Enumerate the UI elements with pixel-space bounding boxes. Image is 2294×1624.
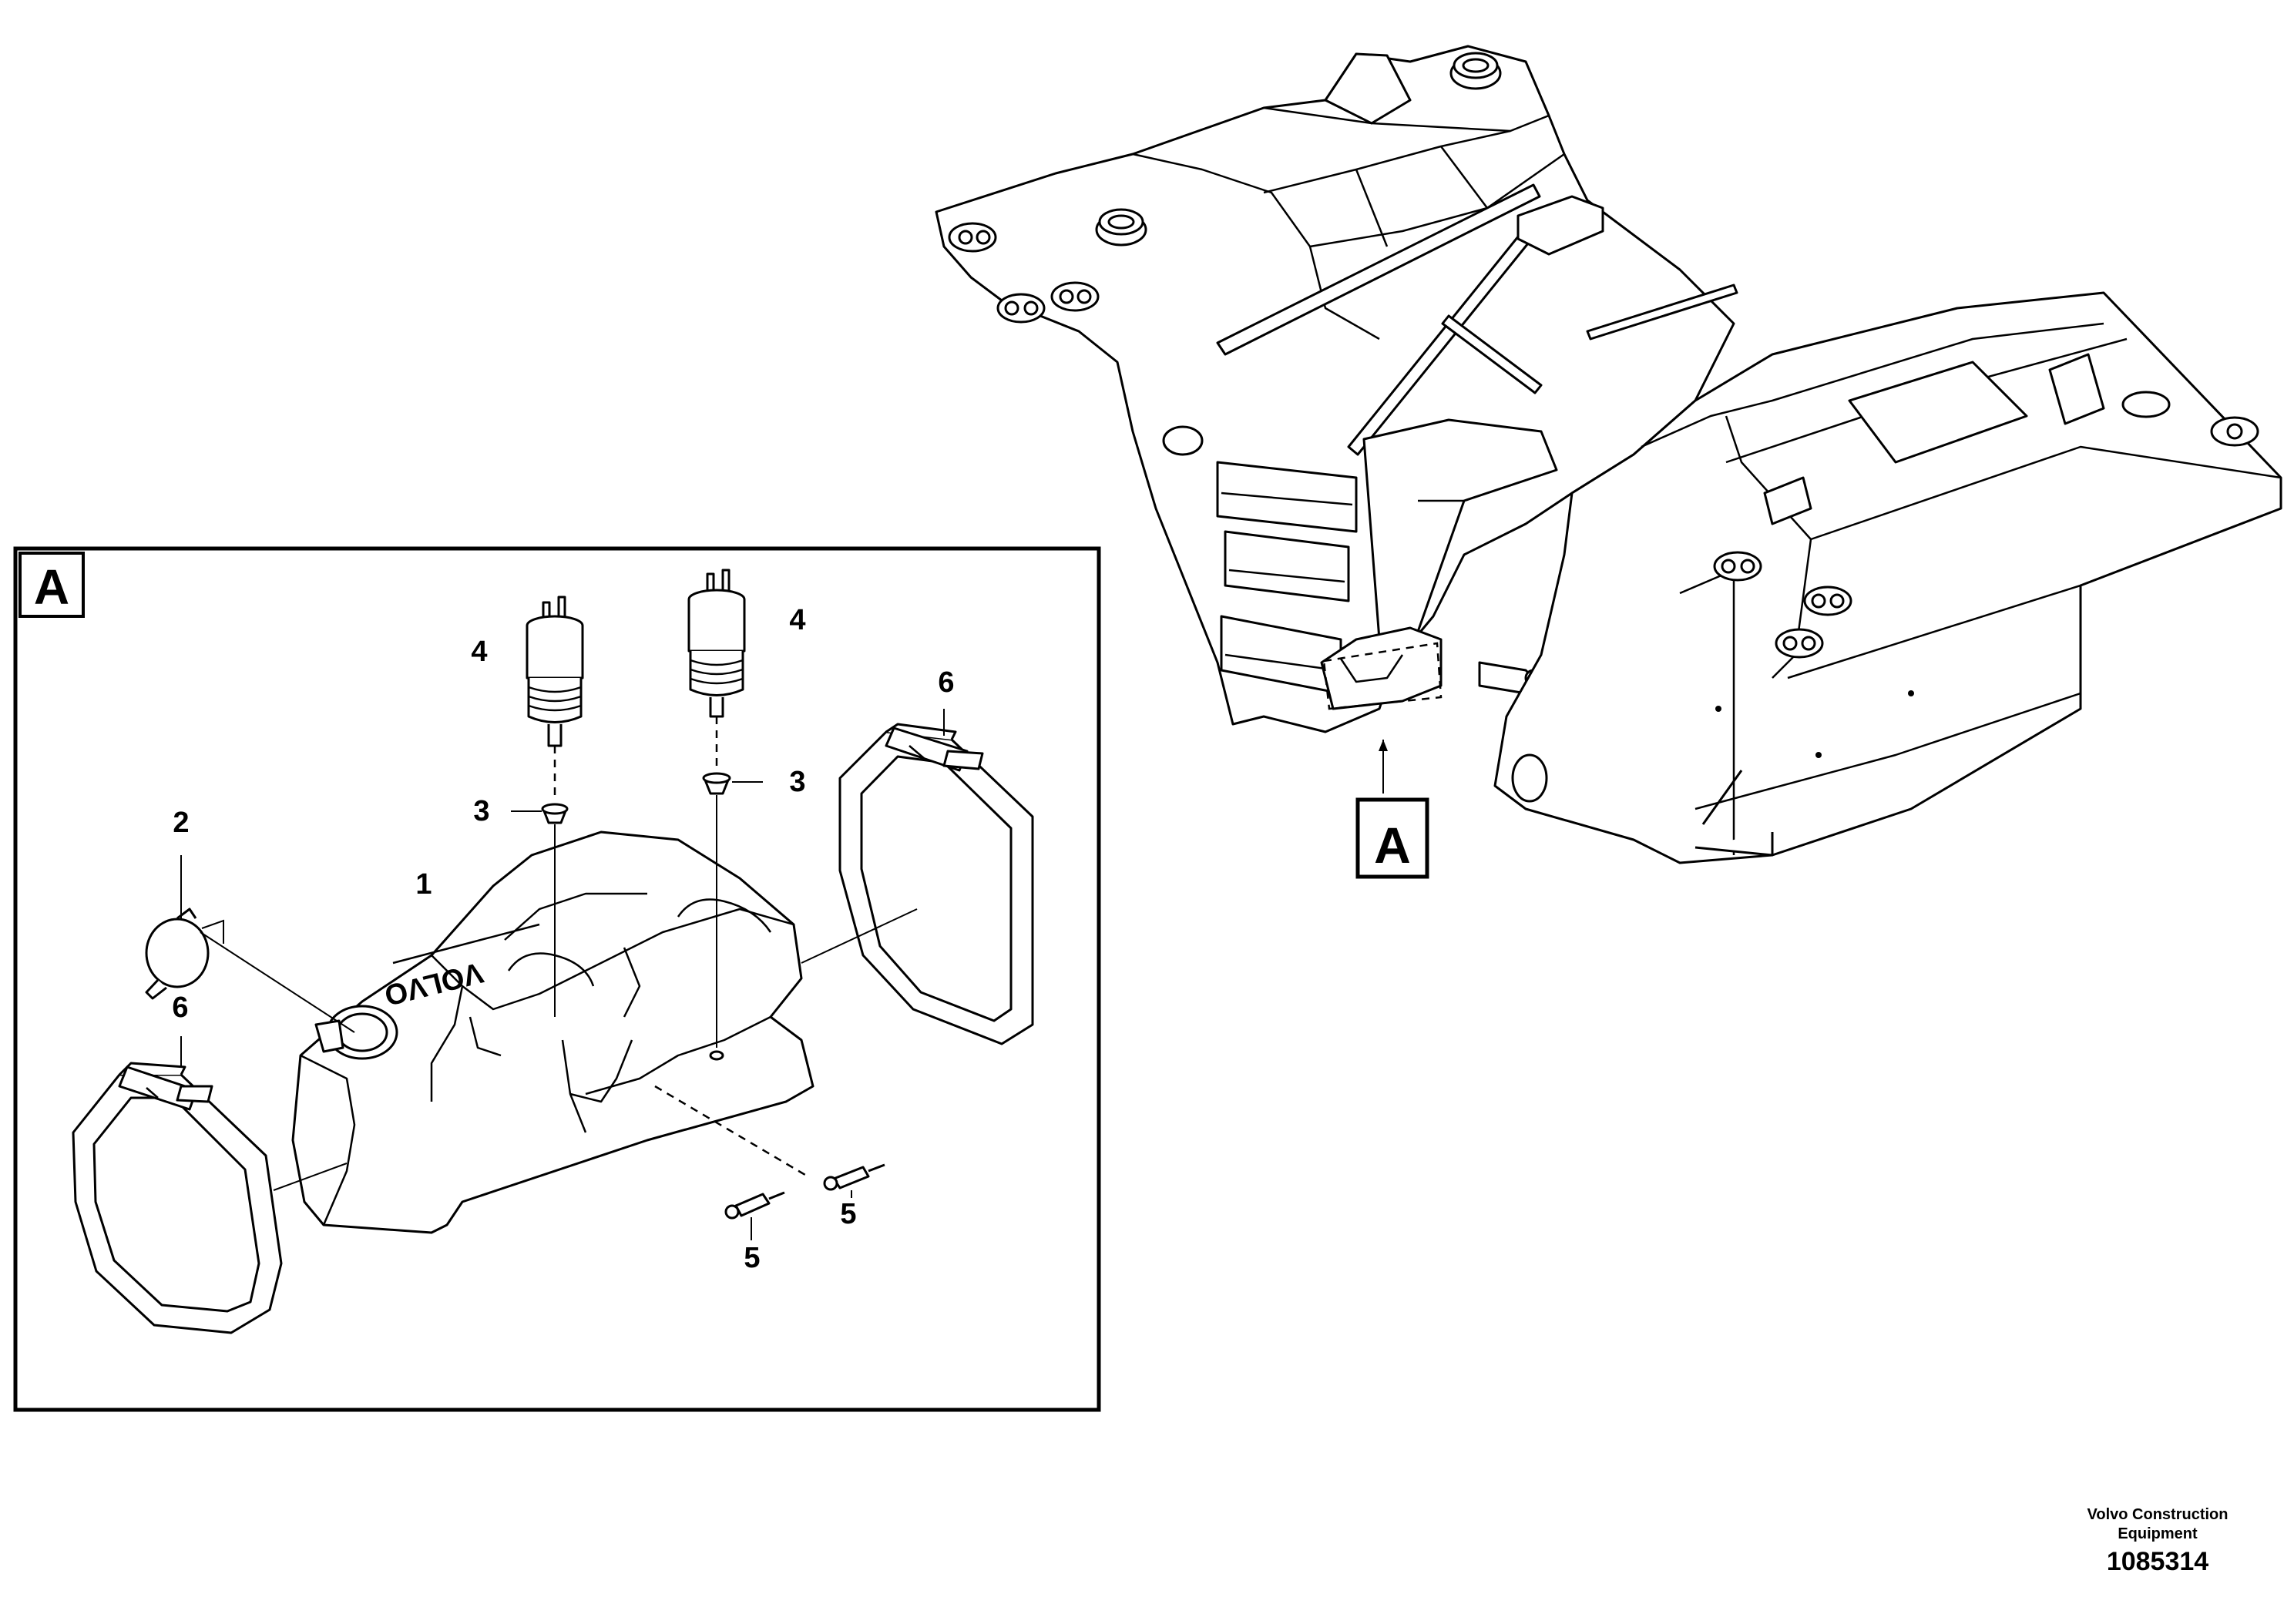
strap-right (801, 709, 1034, 1045)
filler-cap-icon (1449, 52, 1502, 90)
detail-view-frame: A (13, 546, 1101, 1412)
callout-1: 1 (415, 868, 432, 901)
grommet-right (702, 772, 763, 1061)
reference-marker-a: A (1355, 797, 1429, 879)
reference-marker-label: A (1374, 817, 1411, 874)
callout-5a: 5 (744, 1242, 760, 1274)
washer-pump-right (687, 569, 746, 767)
detail-view-label: A (34, 559, 69, 615)
machine-frame (935, 45, 2282, 864)
washer-fluid-tank: VOLVO (291, 830, 814, 1234)
callout-2: 2 (173, 807, 189, 839)
callout-4a: 4 (471, 636, 487, 668)
tank-cap (145, 855, 355, 1033)
callout-numbers: 1 2 3 3 4 4 5 5 6 6 (172, 604, 954, 1274)
nozzle-right (823, 1163, 885, 1194)
nozzle-left (724, 1191, 785, 1225)
washer-pump-left (526, 596, 584, 797)
callout-6a: 6 (938, 666, 954, 699)
callout-3a: 3 (473, 795, 489, 827)
callout-3b: 3 (789, 766, 805, 798)
callout-5b: 5 (840, 1198, 856, 1230)
callout-4b: 4 (789, 604, 805, 636)
grommet-left (511, 803, 569, 1017)
callout-6b: 6 (172, 992, 188, 1024)
filler-cap-icon (1095, 208, 1147, 247)
strap-left (72, 1036, 348, 1334)
